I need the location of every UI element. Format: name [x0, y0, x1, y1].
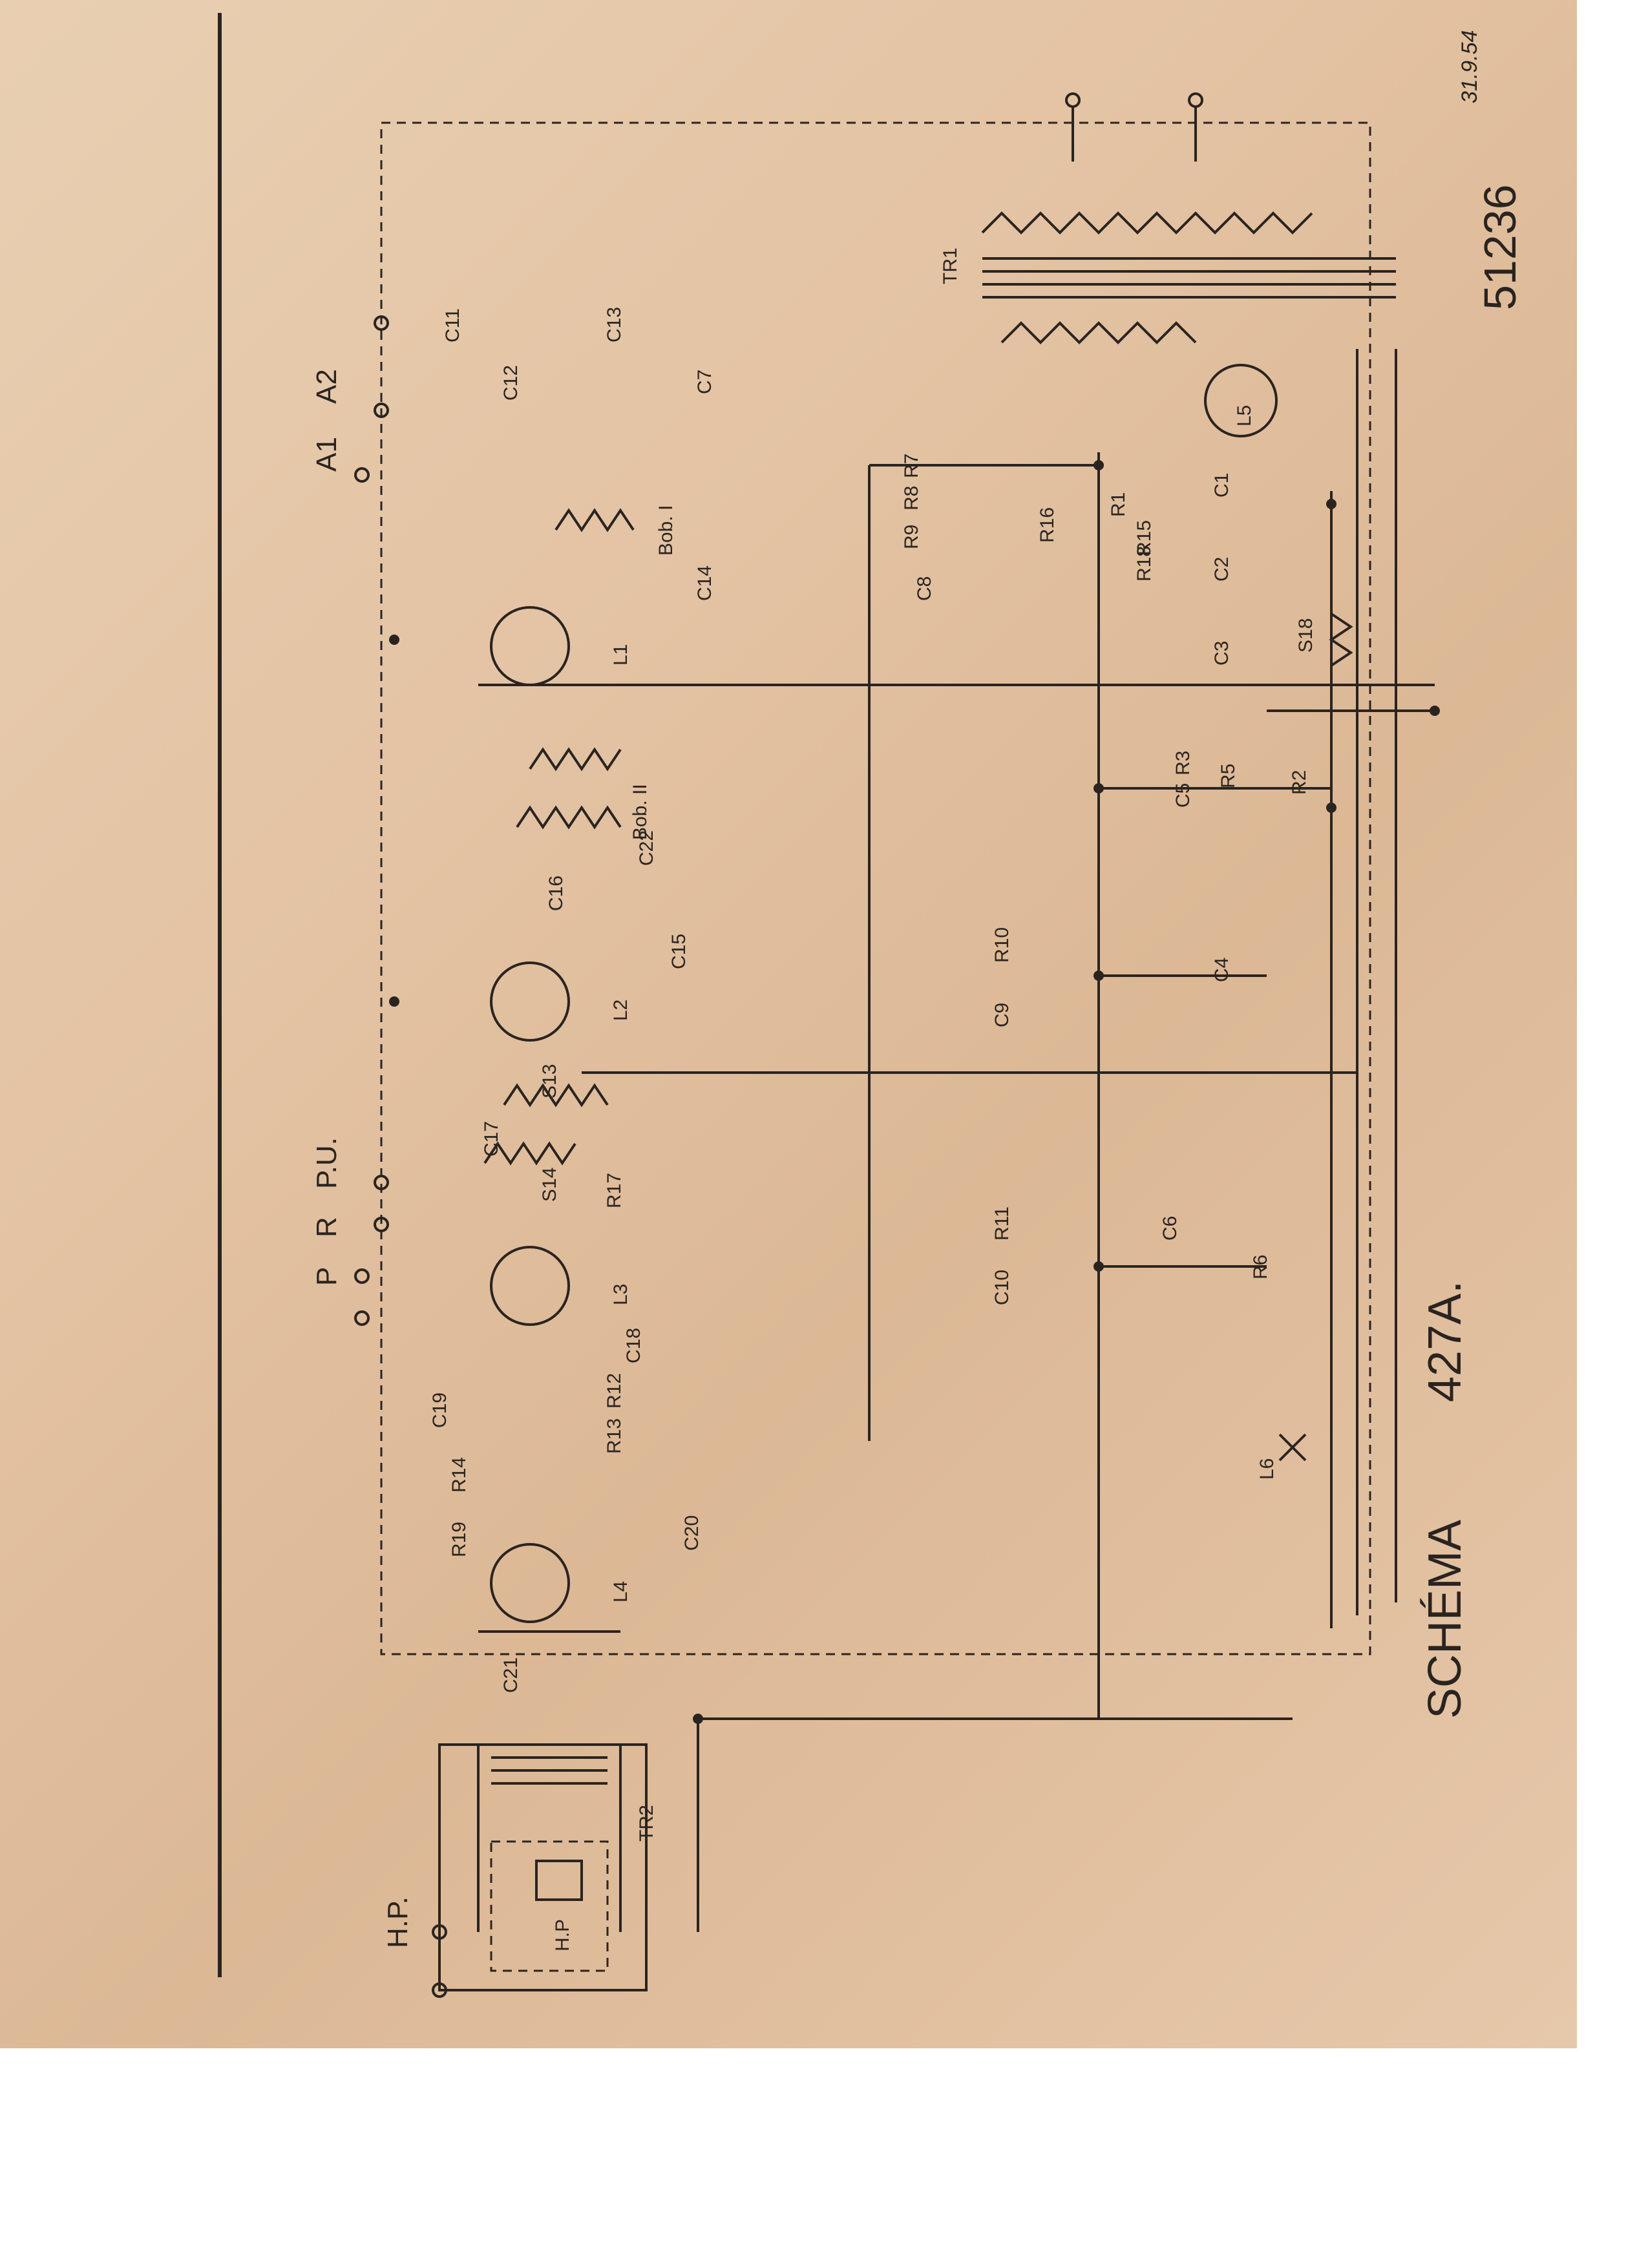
coil-s18: S18 — [1295, 613, 1353, 667]
schematic-paper — [0, 0, 1577, 2048]
label-r9: R9 — [901, 525, 922, 549]
label-r3: R3 — [1172, 751, 1194, 775]
label-r19: R19 — [449, 1522, 470, 1557]
label-r12: R12 — [604, 1373, 625, 1409]
label-c18: C18 — [623, 1328, 644, 1363]
label-c11: C11 — [442, 308, 463, 342]
label-r15: R15 — [1134, 520, 1155, 556]
label-s18: S18 — [1295, 618, 1316, 653]
terminal-circles — [354, 92, 1203, 1998]
terminal-r: R — [311, 1217, 343, 1237]
label-r6: R6 — [1250, 1255, 1271, 1279]
handwritten-date: 31.9.54 — [1457, 30, 1482, 103]
label-c17: C17 — [481, 1121, 502, 1157]
label-speaker: H.P — [552, 1919, 573, 1951]
label-c22: C22 — [636, 830, 657, 866]
label-c10: C10 — [991, 1270, 1013, 1305]
label-s13: S13 — [539, 1064, 560, 1098]
label-r7: R7 — [901, 454, 922, 478]
label-tr2: TR2 — [636, 1805, 657, 1842]
label-c20: C20 — [681, 1515, 703, 1551]
bus-wires — [478, 349, 1435, 1932]
label-c21: C21 — [500, 1657, 522, 1693]
coil-bob2: Bob. II — [516, 747, 651, 840]
label-c19: C19 — [429, 1392, 450, 1428]
label-r2: R2 — [1289, 770, 1310, 795]
label-bob2: Bob. II — [629, 784, 651, 840]
tube-l4: L4 — [490, 1543, 631, 1623]
label-c9: C9 — [991, 1003, 1013, 1027]
resistor-labels: R1 R2 R3 R5 R6 R7 R8 R9 R10 R11 R12 R13 … — [449, 454, 1310, 1557]
transformer-tr1: TR1 — [940, 107, 1396, 344]
label-l5: L5 — [1234, 405, 1255, 426]
label-l4: L4 — [610, 1581, 631, 1602]
transformer-tr2: TR2 H.P — [438, 1743, 657, 1991]
tube-l6: L6 — [1256, 1433, 1307, 1480]
label-c8: C8 — [914, 576, 935, 601]
label-r14: R14 — [449, 1457, 470, 1493]
label-c16: C16 — [545, 876, 567, 911]
label-c6: C6 — [1159, 1216, 1181, 1241]
label-c14: C14 — [694, 565, 715, 601]
tube-l3: L3 — [490, 1246, 631, 1326]
coil-s14: S14 — [483, 1141, 576, 1202]
label-r1: R1 — [1108, 492, 1129, 517]
capacitor-labels: C1 C2 C3 C4 C5 C6 C7 C8 C9 C10 C11 C12 C… — [429, 307, 1232, 1693]
label-l6: L6 — [1256, 1458, 1278, 1480]
label-r5: R5 — [1218, 764, 1239, 788]
label-r13: R13 — [604, 1418, 625, 1454]
speaker-icon — [535, 1860, 583, 1901]
label-bob1: Bob. I — [655, 505, 677, 556]
model-text: 427A. — [1419, 1281, 1471, 1402]
label-r8: R8 — [901, 486, 922, 510]
tube-l1: L1 — [490, 606, 631, 686]
coil-bob1: Bob. I — [555, 505, 677, 556]
label-c12: C12 — [500, 365, 522, 401]
tube-l5: L5 — [1204, 364, 1278, 437]
label-l3: L3 — [610, 1284, 631, 1305]
label-c5: C5 — [1172, 783, 1194, 808]
coil-s13: S13 — [503, 1064, 609, 1108]
label-r18: R18 — [1134, 546, 1155, 582]
terminal-p: P — [311, 1267, 343, 1286]
serial-number: 51236 — [1475, 184, 1525, 310]
title-text: SCHÉMA — [1419, 1520, 1471, 1719]
terminal-a1: A1 — [311, 437, 343, 472]
label-c15: C15 — [668, 934, 690, 969]
label-s14: S14 — [539, 1168, 560, 1202]
label-c13: C13 — [604, 307, 625, 342]
label-c7: C7 — [694, 370, 715, 394]
terminal-hp: H.P. — [382, 1896, 414, 1948]
tube-l2: L2 — [490, 961, 631, 1042]
terminal-labels: A1 A2 P.U. P R H.P. — [311, 369, 414, 1948]
label-c2: C2 — [1211, 557, 1232, 582]
label-l1: L1 — [610, 644, 631, 666]
chassis-outline — [380, 121, 1371, 1655]
schematic-diagram: SCHÉMA 427A. 51236 31.9.54 A1 A2 P.U. P … — [218, 13, 1525, 1998]
label-tr1: TR1 — [940, 247, 961, 284]
label-r11: R11 — [991, 1206, 1013, 1241]
label-r17: R17 — [604, 1173, 625, 1208]
label-l2: L2 — [610, 1000, 631, 1021]
junction-dots — [389, 460, 1440, 1724]
label-c4: C4 — [1211, 958, 1232, 982]
label-c3: C3 — [1211, 641, 1232, 666]
label-r16: R16 — [1037, 507, 1058, 543]
label-r10: R10 — [991, 927, 1013, 963]
title-block: SCHÉMA 427A. 51236 31.9.54 — [1419, 30, 1525, 1719]
terminal-a2: A2 — [311, 369, 343, 404]
label-c1: C1 — [1211, 473, 1232, 498]
terminal-pu: P.U. — [311, 1137, 343, 1189]
